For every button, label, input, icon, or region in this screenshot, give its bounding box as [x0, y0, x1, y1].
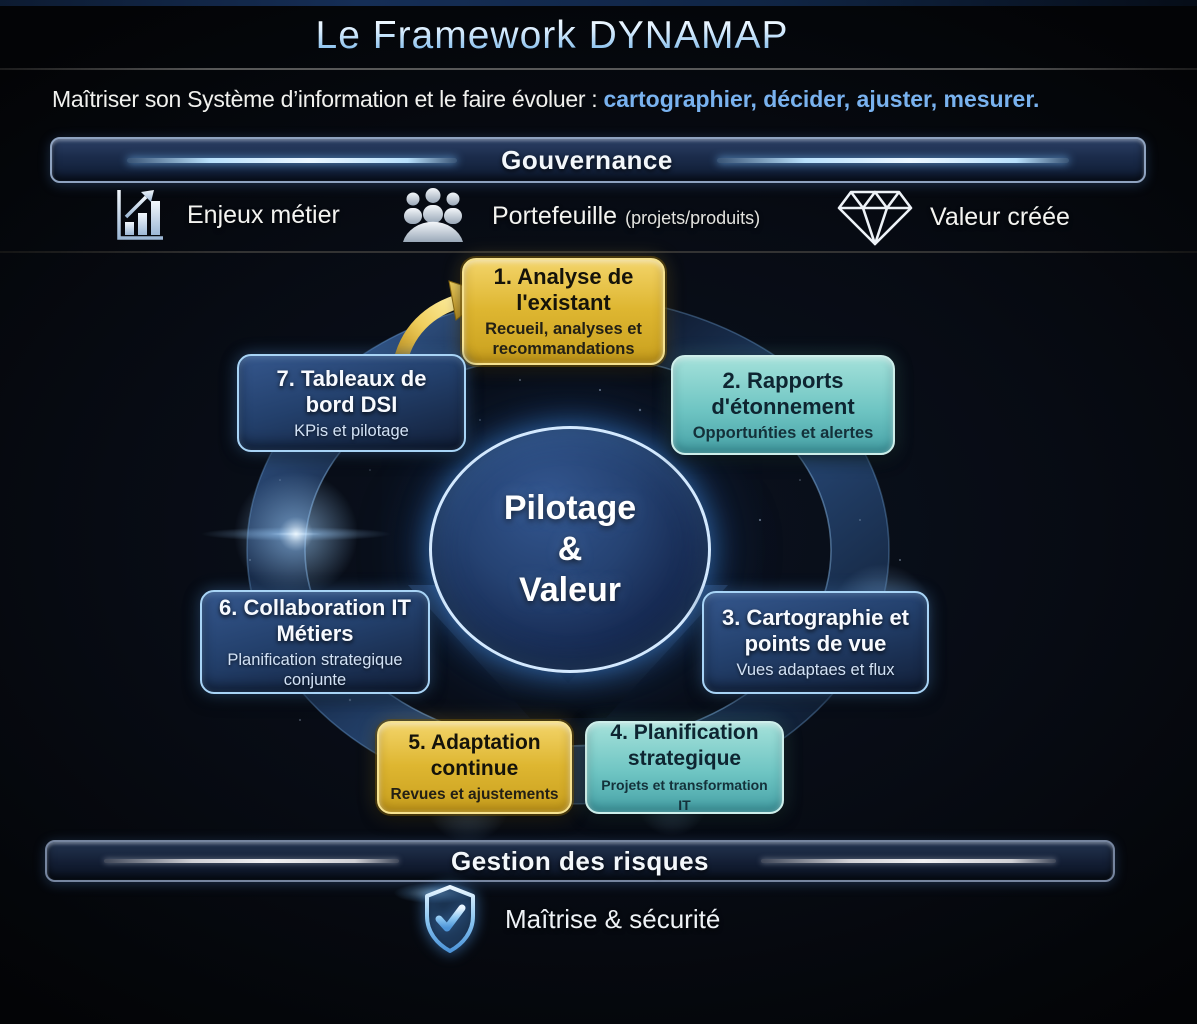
divider [0, 251, 1197, 253]
subtitle: Maîtriser son Système d’information et l… [52, 86, 1172, 113]
bar-chart-growth-icon [117, 190, 163, 240]
center-circle: Pilotage & Valeur [429, 426, 711, 673]
step-box-5: 5. Adaptation continue Revues et ajustem… [377, 721, 572, 814]
subtitle-lead: Maîtriser son Système d’information et l… [52, 86, 604, 112]
step-subtitle: Opportuńties et alertes [692, 423, 874, 442]
center-label: Pilotage & Valeur [503, 489, 637, 609]
divider [0, 68, 1197, 70]
governance-banner: Gouvernance [50, 137, 1146, 183]
risk-item-maitrise-securite: Maîtrise & sécurité [391, 866, 721, 954]
step-subtitle: Planification strategique conjunte [227, 650, 403, 689]
step-title: 3. Cartographie et points de vue [721, 605, 910, 656]
governance-item-portefeuille: Portefeuille(projets/produits) [400, 188, 760, 244]
step-box-3: 3. Cartographie et points de vue Vues ad… [702, 591, 929, 694]
step-box-6: 6. Collaboration IT Métiers Planificatio… [200, 590, 430, 694]
banner-line-left [103, 859, 399, 863]
subtitle-emphasis: cartographier, décider, ajuster, mesurer… [603, 86, 1040, 112]
step-box-4: 4. Planification strategique Projets et … [585, 721, 784, 814]
step-box-2: 2. Rapports d'étonnement Opportuńties et… [671, 355, 895, 455]
governance-label: Gouvernance [501, 144, 673, 175]
step-box-1: 1. Analyse de l'existant Recueil, analys… [462, 258, 665, 365]
step-subtitle: KPis et pilotage [294, 421, 409, 440]
diamond-icon [837, 190, 913, 246]
step-subtitle: Recueil, analyses et recommandations [485, 320, 642, 358]
top-edge-glow [0, 0, 1197, 6]
page-title: Le Framework DYNAMAP [0, 14, 1104, 58]
step-subtitle: Projets et transformation IT [601, 777, 768, 813]
banner-line-right [761, 859, 1057, 863]
step-box-7: 7. Tableaux de bord DSI KPis et pilotage [237, 354, 466, 452]
governance-item-label: Enjeux métier [187, 200, 340, 229]
governance-item-label: Portefeuille(projets/produits) [492, 201, 761, 230]
step-title: 7. Tableaux de bord DSI [276, 365, 427, 417]
step-subtitle: Vues adaptaes et flux [736, 661, 895, 679]
governance-item-note: (projets/produits) [625, 207, 761, 228]
risk-banner: Gestion des risques [45, 840, 1115, 882]
shield-check-icon [425, 885, 475, 953]
step-title: 4. Planification strategique [610, 721, 759, 770]
banner-line-left [127, 157, 458, 163]
risk-item-label: Maîtrise & sécurité [505, 903, 721, 934]
step-title: 1. Analyse de l'existant [493, 264, 634, 315]
governance-item-label: Valeur créée [930, 202, 1070, 231]
governance-item-valeur-creee: Valeur créée [836, 186, 1070, 248]
banner-line-right [716, 157, 1069, 163]
shield-glow [391, 866, 501, 926]
step-title: 5. Adaptation continue [408, 731, 541, 780]
step-subtitle: Revues et ajustements [390, 786, 559, 803]
governance-item-enjeux-metier: Enjeux métier [113, 186, 340, 244]
step-title: 6. Collaboration IT Métiers [219, 594, 411, 646]
people-group-icon [403, 188, 463, 242]
step-title: 2. Rapports d'étonnement [711, 367, 855, 419]
